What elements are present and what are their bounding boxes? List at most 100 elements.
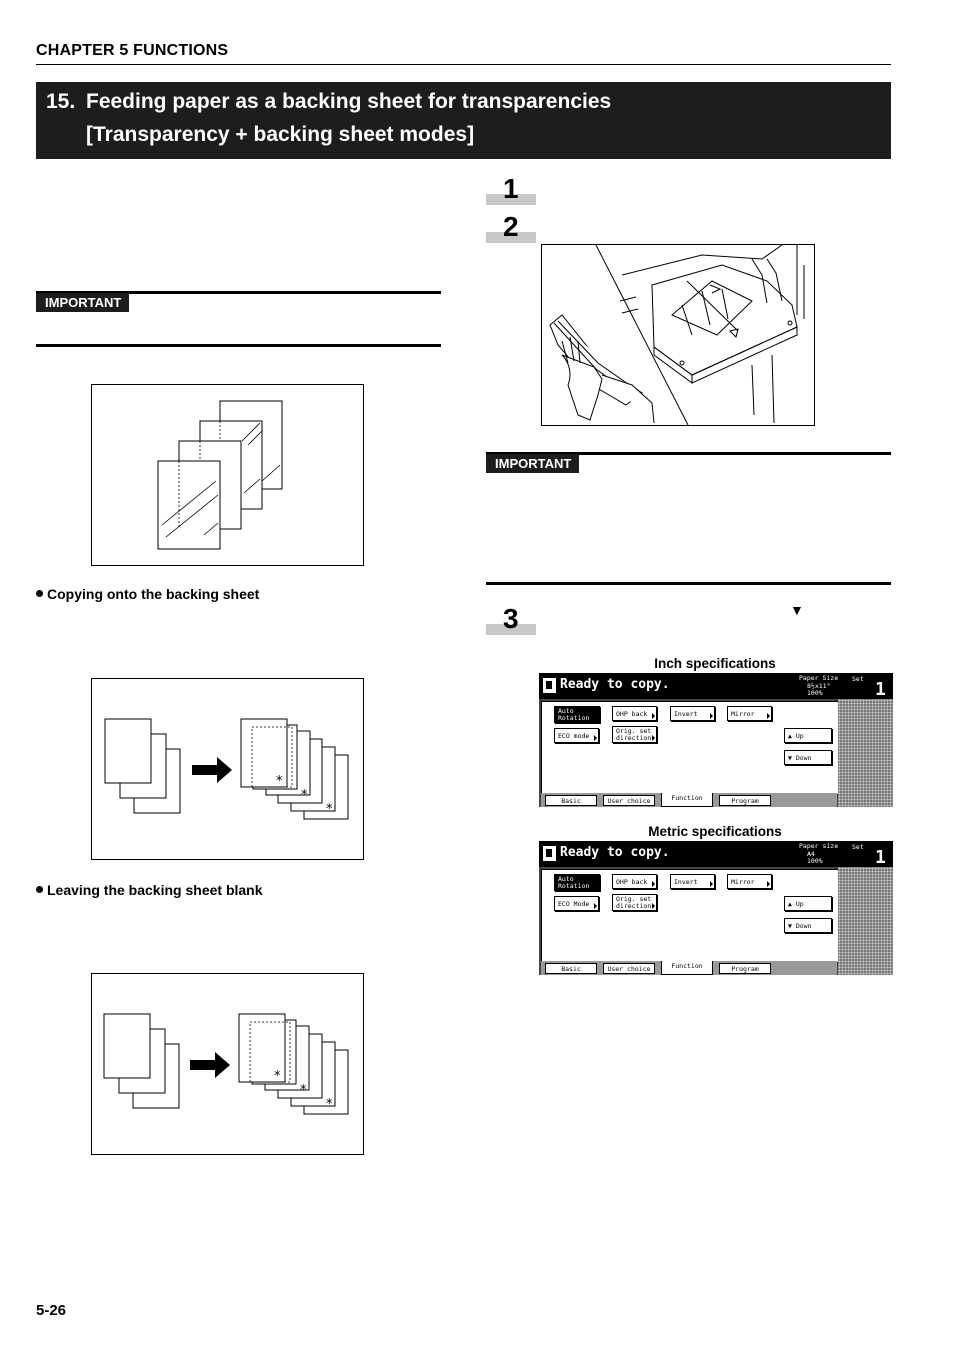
section-title-line1: Feeding paper as a backing sheet for tra… (86, 90, 612, 113)
svg-text:*: * (326, 802, 333, 817)
step-1-band (486, 194, 536, 205)
mirror-button[interactable]: Mirror (727, 706, 772, 721)
copying-onto-backing-figure: * * * (91, 678, 364, 860)
metric-spec-label: Metric specifications (648, 824, 782, 839)
orig-set-label-1: Orig. set (616, 895, 652, 903)
ohp-back-button[interactable]: OHP back (612, 706, 657, 721)
paper-size-value-text: A4 (807, 850, 815, 858)
svg-text:*: * (276, 774, 283, 789)
transparency-stack-illustration (157, 400, 283, 550)
auto-rotation-label-1: Auto (558, 707, 574, 715)
orig-set-label-2: direction (616, 734, 652, 742)
submenu-arrow-icon (710, 881, 713, 887)
ready-status: Ready to copy. (560, 845, 670, 860)
submenu-arrow-icon (594, 903, 597, 909)
submenu-arrow-icon (594, 735, 597, 741)
important-label-left: IMPORTANT (36, 293, 130, 312)
arrow-right-icon (190, 1052, 230, 1078)
caption-blank-text: Leaving the backing sheet blank (47, 882, 263, 898)
step-1: 1 (486, 173, 536, 207)
header-rule (36, 64, 891, 65)
mirror-button[interactable]: Mirror (727, 874, 772, 889)
invert-label: Invert (674, 878, 698, 886)
up-button[interactable]: ▲ Up (784, 896, 832, 911)
page-number: 5-26 (36, 1302, 67, 1319)
eco-mode-button[interactable]: ECO Mode (554, 896, 599, 911)
leaving-backing-blank-figure: * * * (91, 973, 364, 1155)
important-rule-bottom-left (36, 344, 441, 347)
down-triangle-icon: ▼ (788, 754, 796, 762)
section-number: 15. (46, 90, 76, 113)
transparency-stack-figure (91, 384, 364, 566)
invert-button[interactable]: Invert (670, 706, 715, 721)
down-triangle-icon: ▼ (788, 922, 796, 930)
ohp-back-label: OHP back (616, 878, 648, 886)
ohp-back-button[interactable]: OHP back (612, 874, 657, 889)
step-2-number: 2 (503, 211, 519, 242)
bullet-icon (36, 590, 43, 597)
up-label: Up (795, 732, 804, 740)
caption-copying: Copying onto the backing sheet (36, 586, 259, 602)
down-label: Down (795, 754, 812, 762)
copy-count: 1 (875, 679, 886, 700)
tab-basic[interactable]: Basic (545, 795, 597, 806)
orig-set-label-2: direction (616, 902, 652, 910)
arrow-right-icon (192, 757, 232, 783)
step-3-band (486, 624, 536, 635)
tab-basic[interactable]: Basic (545, 963, 597, 974)
tab-user-choice[interactable]: User choice (603, 963, 655, 974)
section-title-line2: [Transparency + backing sheet modes] (86, 123, 475, 146)
section-title-bar: 15. Feeding paper as a backing sheet for… (36, 82, 891, 159)
tab-user-choice[interactable]: User choice (603, 795, 655, 806)
tab-program[interactable]: Program (719, 963, 771, 974)
submenu-arrow-icon (767, 881, 770, 887)
important-label-right: IMPORTANT (486, 454, 580, 473)
leaving-backing-blank-illustration: * * * (103, 1013, 349, 1115)
paper-size-value: 8½x11"100% (807, 683, 830, 697)
inch-operation-panel: Ready to copy. Paper Size 8½x11"100% Set… (539, 673, 893, 807)
step-2: 2 (486, 211, 536, 245)
important-rule-top-right (486, 452, 891, 455)
step-1-number: 1 (503, 173, 519, 204)
document-icon (543, 846, 556, 861)
svg-text:*: * (274, 1069, 281, 1084)
bypass-tray-figure (541, 244, 815, 426)
invert-button[interactable]: Invert (670, 874, 715, 889)
step-3-number: 3 (503, 603, 519, 634)
step-3: 3 (486, 603, 536, 637)
orig-set-label-1: Orig. set (616, 727, 652, 735)
set-label: Set (852, 675, 864, 683)
panel-dotted-area (838, 867, 893, 975)
tab-program[interactable]: Program (719, 795, 771, 806)
tab-function[interactable]: Function (661, 793, 713, 807)
up-button[interactable]: ▲ Up (784, 728, 832, 743)
panel-tab-bar: Basic User choice Function Program (541, 961, 837, 975)
down-label: Down (795, 922, 812, 930)
mirror-label: Mirror (731, 878, 755, 886)
invert-label: Invert (674, 710, 698, 718)
caption-copying-text: Copying onto the backing sheet (47, 586, 260, 602)
bullet-icon (36, 886, 43, 893)
eco-mode-button[interactable]: ECO mode (554, 728, 599, 743)
eco-mode-label: ECO mode (558, 732, 590, 740)
submenu-arrow-icon (652, 713, 655, 719)
tab-function[interactable]: Function (661, 961, 713, 975)
zoom-value: 100% (807, 857, 823, 865)
down-button[interactable]: ▼ Down (784, 750, 832, 765)
document-icon (543, 678, 556, 693)
submenu-arrow-icon (652, 735, 655, 741)
bypass-tray-illustration (549, 244, 805, 426)
inch-spec-label: Inch specifications (654, 656, 776, 671)
auto-rotation-label-1: Auto (558, 875, 574, 883)
panel-dotted-area (838, 699, 893, 807)
zoom-value: 100% (807, 689, 823, 697)
caption-blank: Leaving the backing sheet blank (36, 882, 263, 898)
auto-rotation-label-2: Rotation (558, 714, 590, 722)
down-button[interactable]: ▼ Down (784, 918, 832, 933)
